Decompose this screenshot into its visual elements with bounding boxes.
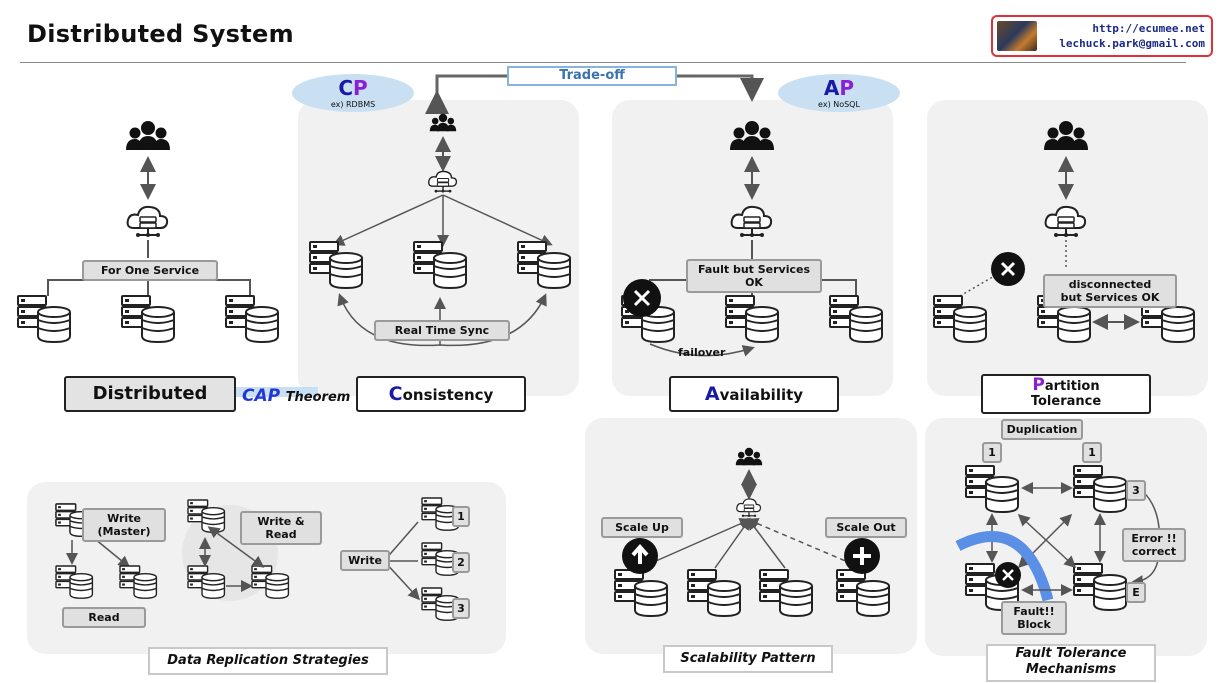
ap-example: ex) NoSQL — [818, 100, 860, 109]
replica-num-2: 2 — [452, 552, 470, 573]
database-node-icon — [413, 241, 467, 289]
users-icon — [429, 113, 457, 132]
ft-num-1b: 1 — [1082, 442, 1102, 463]
database-node-icon — [251, 565, 290, 599]
consistency-label: Consistency — [356, 376, 526, 412]
write-master-label: Write (Master) — [82, 508, 166, 542]
scale-up-label: Scale Up — [601, 517, 683, 538]
cloud-server-icon — [1044, 205, 1087, 238]
cap-theorem-word: Theorem — [285, 390, 351, 405]
read-label: Read — [62, 607, 146, 628]
cp-ellipse — [292, 74, 414, 112]
cloud-server-icon — [126, 205, 169, 238]
fault-tolerance-line1: Fault Tolerance — [1015, 646, 1127, 661]
users-icon — [735, 447, 763, 466]
database-node-icon — [1073, 563, 1127, 611]
tradeoff-label: Trade-off — [507, 66, 677, 86]
database-node-icon — [965, 465, 1019, 513]
real-time-sync-label: Real Time Sync — [374, 320, 510, 341]
database-node-icon — [119, 565, 158, 599]
distributed-label: Distributed — [64, 376, 236, 412]
ap-a: A — [823, 76, 840, 100]
write-read-line1: Write & — [257, 515, 305, 528]
error-line1: Error !! — [1131, 532, 1177, 545]
cp-example: ex) RDBMS — [330, 100, 376, 109]
failover-label: failover — [678, 346, 726, 359]
write-master-line2: (Master) — [97, 525, 151, 538]
disconnected-line2: but Services OK — [1060, 291, 1160, 304]
write-master-line1: Write — [107, 512, 141, 525]
partition-first: P — [1032, 375, 1045, 395]
ft-num-1a: 1 — [982, 442, 1002, 463]
ft-num-3: 3 — [1126, 480, 1146, 501]
database-node-icon — [517, 241, 571, 289]
availability-first: A — [704, 383, 720, 405]
partition-label: Partition Tolerance — [981, 374, 1151, 414]
contact-email[interactable]: lechuck.park@gmail.com — [1059, 37, 1205, 50]
fault-line2: Block — [1017, 618, 1051, 631]
database-node-icon — [725, 295, 779, 343]
error-line2: correct — [1131, 545, 1177, 558]
consistency-first: C — [388, 383, 403, 405]
users-icon — [730, 121, 774, 150]
ap-ellipse — [778, 74, 900, 112]
replica-num-1: 1 — [452, 506, 470, 527]
fault-tolerance-label: Fault Tolerance Mechanisms — [986, 644, 1156, 682]
cap-theorem-cap: CAP — [242, 386, 281, 406]
cp-title: CP — [292, 76, 414, 100]
partition-line2: Tolerance — [1030, 394, 1102, 409]
scale-out-label: Scale Out — [825, 517, 907, 538]
cloud-server-icon — [428, 170, 458, 194]
availability-label: Availability — [669, 376, 839, 412]
database-node-icon — [121, 295, 175, 343]
availability-rest: vailability — [719, 386, 804, 404]
fault-block-label: Fault!! Block — [1001, 601, 1067, 635]
users-icon — [1044, 121, 1088, 150]
database-node-icon — [1073, 465, 1127, 513]
fault-tolerance-line2: Mechanisms — [1025, 662, 1117, 677]
duplication-label: Duplication — [1001, 419, 1083, 440]
replica-num-3: 3 — [452, 598, 470, 619]
cloud-server-icon — [730, 205, 773, 238]
disconnected-line1: disconnected — [1068, 278, 1152, 291]
database-node-icon — [829, 295, 883, 343]
database-node-icon — [759, 569, 813, 617]
disconnected-label: disconnected but Services OK — [1043, 274, 1177, 308]
consistency-rest: onsistency — [402, 386, 494, 404]
header-divider — [20, 62, 1186, 63]
database-node-icon — [614, 569, 668, 617]
scalability-label: Scalability Pattern — [663, 645, 833, 673]
for-one-service-label: For One Service — [82, 260, 218, 281]
partition-rest: artition — [1044, 379, 1100, 394]
ap-title: AP — [778, 76, 900, 100]
write-read-line2: Read — [265, 528, 297, 541]
cap-theorem-label: CAP Theorem — [242, 386, 350, 406]
fault-line1: Fault!! — [1013, 605, 1055, 618]
cloud-server-icon — [736, 498, 762, 518]
replication-label: Data Replication Strategies — [148, 647, 388, 675]
database-node-icon — [55, 565, 94, 599]
database-node-icon — [933, 295, 987, 343]
fault-services-ok-label: Fault but Services OK — [686, 259, 822, 293]
cp-p: P — [353, 76, 368, 100]
database-node-icon — [836, 569, 890, 617]
database-node-icon — [225, 295, 279, 343]
author-thumbnail — [997, 21, 1037, 51]
database-node-icon — [687, 569, 741, 617]
error-correct-label: Error !! correct — [1122, 528, 1186, 562]
page-title: Distributed System — [27, 20, 294, 48]
write-read-label: Write & Read — [240, 511, 322, 545]
database-node-icon — [17, 295, 71, 343]
contact-box[interactable]: http://ecumee.net lechuck.park@gmail.com — [991, 15, 1213, 57]
ap-p: P — [839, 76, 855, 100]
database-node-icon — [309, 241, 363, 289]
users-icon — [126, 121, 170, 150]
write-label: Write — [340, 550, 390, 571]
cp-c: C — [338, 76, 353, 100]
ft-e-label: E — [1126, 582, 1146, 603]
contact-url[interactable]: http://ecumee.net — [1092, 22, 1205, 35]
